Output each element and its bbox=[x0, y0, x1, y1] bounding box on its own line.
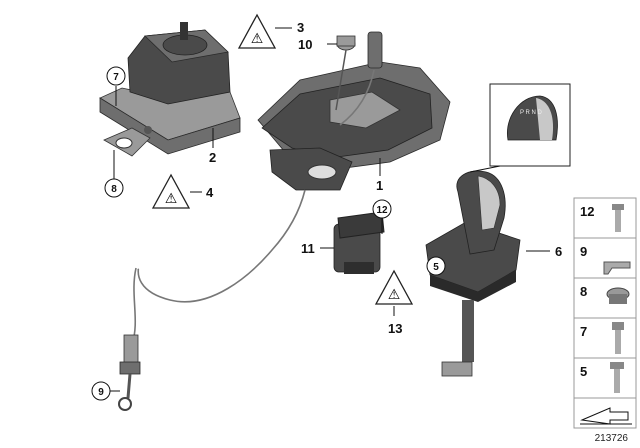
shift-mechanism-base bbox=[257, 31, 451, 191]
warning-triangle-13: ⚠ bbox=[374, 269, 414, 305]
nut-part bbox=[335, 35, 356, 111]
screw-12-icon bbox=[612, 204, 624, 232]
callout-4: 4 bbox=[206, 185, 214, 200]
shift-cable bbox=[118, 189, 306, 411]
callout-3: 3 bbox=[297, 20, 304, 35]
callout-9: 9 bbox=[98, 387, 104, 398]
leader-lines bbox=[110, 27, 550, 392]
shift-unit-housing bbox=[99, 22, 241, 157]
callout-11: 11 bbox=[301, 241, 315, 256]
svg-text:⚠: ⚠ bbox=[165, 191, 178, 207]
callout-6: 6 bbox=[555, 244, 562, 259]
knob-detail-inset: P R N D bbox=[469, 83, 571, 173]
side-label-8: 8 bbox=[580, 284, 587, 299]
callout-10: 10 bbox=[298, 37, 312, 52]
bolt-7-icon bbox=[612, 322, 624, 354]
circle-callout-7: 7 bbox=[106, 66, 126, 86]
arrow-icon bbox=[580, 407, 632, 425]
side-label-7: 7 bbox=[580, 324, 587, 339]
circle-callout-8: 8 bbox=[104, 178, 124, 198]
callout-5: 5 bbox=[433, 262, 439, 273]
circle-callout-12: 12 bbox=[372, 199, 392, 219]
side-label-12: 12 bbox=[580, 204, 594, 219]
callout-7: 7 bbox=[113, 72, 119, 83]
svg-text:⚠: ⚠ bbox=[388, 287, 401, 303]
small-parts-column: 12 9 8 7 5 bbox=[573, 197, 637, 429]
clip-9-icon bbox=[603, 261, 631, 275]
gear-knob-part bbox=[425, 170, 521, 377]
circle-callout-9: 9 bbox=[91, 381, 111, 401]
svg-text:P R N D: P R N D bbox=[520, 110, 543, 116]
warning-triangle-3: ⚠ bbox=[237, 13, 277, 49]
circle-callout-5: 5 bbox=[426, 256, 446, 276]
warning-triangle-4: ⚠ bbox=[151, 173, 191, 209]
svg-text:⚠: ⚠ bbox=[251, 31, 264, 47]
screw-5-icon bbox=[610, 362, 624, 393]
side-label-9: 9 bbox=[580, 244, 587, 259]
callout-2: 2 bbox=[209, 150, 216, 165]
sport-switch-part bbox=[333, 211, 385, 274]
callout-1: 1 bbox=[376, 178, 383, 193]
callout-12: 12 bbox=[376, 205, 388, 216]
callout-8: 8 bbox=[111, 184, 117, 195]
callout-13: 13 bbox=[388, 321, 402, 336]
nut-8-icon bbox=[606, 287, 630, 304]
diagram-number: 213726 bbox=[595, 433, 629, 444]
side-label-5: 5 bbox=[580, 364, 587, 379]
